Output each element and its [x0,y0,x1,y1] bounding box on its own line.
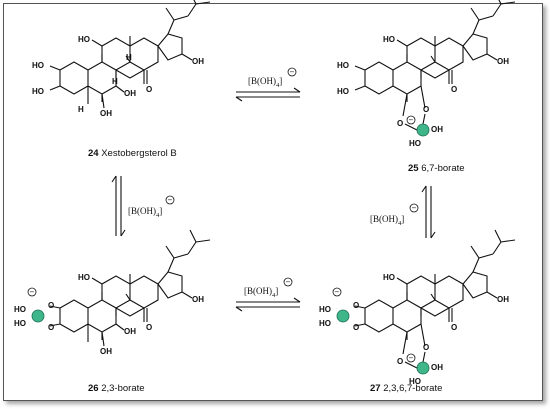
atom-ho-b1: HO [14,305,26,314]
atom-oh-6: OH [100,347,112,356]
caption-26: 26 2,3-borate [88,383,145,394]
atom-ho-b4: HO [409,377,421,386]
charge-icon [27,287,37,297]
atom-o-7: O [423,343,429,352]
atom-h-9: H [126,53,132,62]
equilibrium-arrow-25-27: [B(OH)4] − [370,185,436,239]
charge-icon [332,287,342,297]
atom-ho-11: HO [383,35,395,44]
charge-icon [283,277,293,287]
atom-o-ketone: O [451,85,457,94]
charge-symbol: − [409,116,414,125]
equilibrium-arrow-24-25: [B(OH)4] − [235,67,301,102]
atom-ho-2: HO [337,61,349,70]
structure-27: − O O HO HO − O O OH HO HO O OH [319,229,516,386]
atom-oh-15: OH [497,57,509,66]
atom-oh-7: OH [124,327,136,336]
atom-ho-3: HO [337,87,349,96]
atom-o-2: O [353,301,359,310]
boron-atom-67 [416,123,430,137]
atom-o-7: O [423,105,429,114]
atom-ho-2: HO [32,61,44,70]
atom-o-3: O [353,323,359,332]
atom-oh-7: OH [124,89,136,98]
reagent-label-left: [B(OH)4] [128,206,162,219]
atom-ho-b2: HO [14,319,26,328]
atom-o-3: O [48,323,54,332]
atom-oh-15: OH [497,295,509,304]
atom-oh-15: OH [192,295,204,304]
caption-24: 24 Xestobergsterol B [88,148,177,159]
charge-icon [165,195,175,205]
equilibrium-arrow-26-27: [B(OH)4] − [235,277,301,312]
boron-atom-23 [31,309,45,323]
atom-ho-11: HO [78,35,90,44]
atom-h-5: H [78,105,84,114]
reagent-label-bottom: [B(OH)4] [244,286,278,299]
charge-icon [406,115,416,125]
boron-atom-23 [336,309,350,323]
caption-27: 27 2,3,6,7-borate [370,383,443,394]
charge-symbol: − [30,288,35,297]
atom-oh-15: OH [192,57,204,66]
caption-25: 25 6,7-borate [408,163,465,174]
atom-ho-11: HO [78,273,90,282]
atom-oh-b1: OH [431,125,443,134]
atom-o-ketone: O [451,323,457,332]
charge-icon [406,353,416,363]
charge-symbol: − [286,278,291,287]
charge-symbol: − [335,288,340,297]
figure-frame [3,3,543,401]
structure-26: − O O HO HO OH OH HO O OH [14,229,211,356]
charge-symbol: − [168,196,173,205]
equilibrium-arrow-24-26: [B(OH)4] − [111,175,175,237]
charge-icon [287,67,297,77]
atom-ho-11: HO [383,273,395,282]
atom-oh-6: OH [100,109,112,118]
atom-ho-3: HO [32,87,44,96]
charge-symbol: − [409,354,414,363]
structure-25: − HO HO O O OH HO HO O OH [337,0,516,148]
atom-o-ketone: O [146,323,152,332]
charge-icon [409,203,419,213]
atom-oh-b3: OH [431,363,443,372]
structure-24: HO HO H OH OH HO O OH H H [32,0,211,118]
atom-h-8: H [112,77,118,86]
charge-symbol: − [412,204,417,213]
charge-symbol: − [290,68,295,77]
atom-o-2: O [48,301,54,310]
reagent-label-right: [B(OH)4] [370,214,404,227]
atom-o-6: O [397,119,403,128]
reagent-label-top: [B(OH)4] [248,76,282,89]
atom-ho-b2: HO [409,139,421,148]
atom-ho-b1: HO [319,305,331,314]
boron-atom-67 [416,361,430,375]
atom-o-6: O [397,357,403,366]
atom-ho-b2: HO [319,319,331,328]
atom-o-ketone: O [146,85,152,94]
